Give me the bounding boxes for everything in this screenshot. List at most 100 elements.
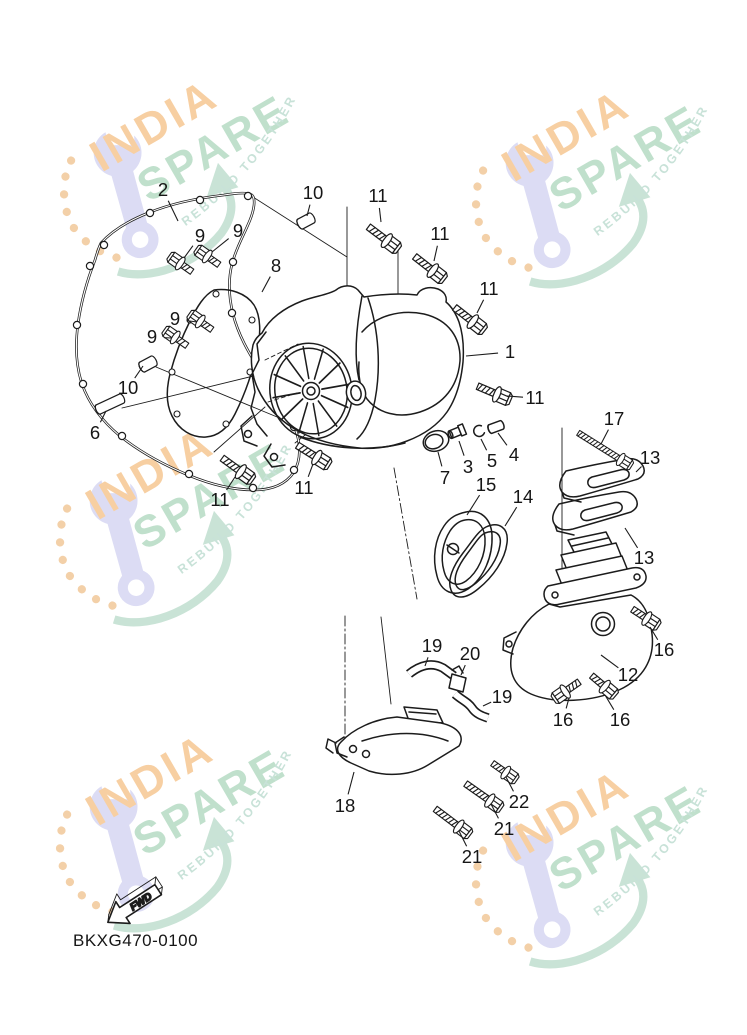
bracket-part-18 bbox=[325, 706, 462, 776]
watermark-dot bbox=[65, 571, 75, 581]
leader-line bbox=[635, 466, 642, 473]
leader-line bbox=[465, 352, 499, 357]
fastener-layer bbox=[94, 212, 662, 840]
plug-part-7 bbox=[422, 429, 450, 453]
watermark-dot bbox=[69, 223, 79, 233]
watermark-dot bbox=[91, 595, 101, 604]
inner-cover-outline bbox=[166, 288, 261, 438]
dowel-pin bbox=[296, 212, 316, 230]
fan-spoke bbox=[320, 394, 349, 409]
arrowhead-icon bbox=[206, 162, 239, 197]
watermark-dot bbox=[81, 237, 90, 246]
leader-line bbox=[211, 238, 230, 253]
watermark-dot bbox=[524, 943, 533, 952]
flange-bolt bbox=[365, 223, 403, 254]
fan-spoke bbox=[302, 345, 310, 380]
leader-line bbox=[306, 204, 311, 217]
part-number: 16 bbox=[654, 639, 675, 660]
part-number: 22 bbox=[509, 791, 530, 812]
watermark-dot bbox=[58, 555, 67, 565]
watermark-dot bbox=[65, 877, 75, 887]
watermark-dot bbox=[55, 538, 65, 547]
arrowhead-icon bbox=[618, 852, 651, 887]
part-number: 6 bbox=[90, 422, 100, 443]
leader-line bbox=[307, 463, 314, 477]
part-number: 1 bbox=[505, 341, 515, 362]
fan-spoke bbox=[298, 402, 309, 434]
flange-bolt bbox=[475, 382, 514, 406]
flange-bolt bbox=[193, 244, 222, 268]
diagram-line-art bbox=[72, 191, 662, 840]
watermark-dot bbox=[478, 166, 488, 175]
part-number: 10 bbox=[303, 182, 324, 203]
part-number: 11 bbox=[479, 278, 498, 299]
leader-line bbox=[490, 803, 499, 819]
part-number: 11 bbox=[525, 387, 544, 408]
leader-line bbox=[460, 664, 466, 676]
circular-arrow-icon bbox=[112, 835, 232, 933]
watermark-dot bbox=[66, 156, 76, 165]
leader-line bbox=[504, 506, 518, 527]
clip-part-5 bbox=[473, 424, 486, 438]
watermark-dot bbox=[473, 182, 482, 191]
flange-bolt bbox=[576, 429, 635, 471]
leader-line bbox=[600, 429, 609, 445]
part-number: 15 bbox=[476, 474, 497, 495]
leader-line bbox=[649, 626, 659, 641]
watermark-dot bbox=[58, 861, 67, 871]
drawing-code: BKXG470-0100 bbox=[73, 931, 198, 950]
plug-part-3 bbox=[447, 423, 468, 440]
part-number: 5 bbox=[487, 450, 497, 471]
intake-gasket-plates bbox=[552, 457, 645, 536]
part-number: 21 bbox=[462, 846, 483, 867]
watermark-dot bbox=[108, 601, 117, 610]
part-number: 10 bbox=[118, 377, 139, 398]
leader-line bbox=[183, 245, 194, 259]
watermark-dot bbox=[507, 937, 517, 946]
leader-line bbox=[506, 395, 524, 398]
leader-line bbox=[458, 830, 468, 847]
part-number: 11 bbox=[430, 223, 449, 244]
arrowhead-icon bbox=[202, 510, 235, 545]
leader-line bbox=[600, 654, 619, 669]
watermark-dot bbox=[61, 172, 70, 181]
fan-spoke bbox=[272, 392, 301, 399]
watermark-dot bbox=[112, 253, 121, 262]
leader-line bbox=[378, 207, 382, 223]
part-number: 14 bbox=[513, 486, 534, 507]
leader-line bbox=[458, 440, 465, 456]
part-number: 11 bbox=[210, 489, 229, 510]
hose-clamp bbox=[448, 665, 467, 693]
leader-line bbox=[433, 245, 438, 262]
flange-bolt bbox=[463, 780, 505, 813]
fan-spoke bbox=[318, 362, 341, 384]
watermark-dot bbox=[524, 263, 533, 272]
flange-bolt bbox=[451, 304, 488, 335]
dowel-pin bbox=[94, 393, 126, 415]
part-number: 7 bbox=[440, 467, 450, 488]
part-number: 16 bbox=[610, 709, 631, 730]
breather-hose-lower bbox=[451, 690, 490, 723]
watermark-dot bbox=[478, 846, 488, 855]
part-number: 9 bbox=[195, 225, 205, 246]
watermark-dot bbox=[474, 217, 483, 227]
watermark-dot bbox=[493, 247, 502, 256]
watermark-dot bbox=[62, 810, 72, 819]
part-number: 19 bbox=[422, 635, 443, 656]
fan-spoke bbox=[317, 400, 338, 427]
circular-arrow-icon bbox=[112, 529, 232, 627]
leader-line bbox=[476, 299, 485, 314]
fan-spoke bbox=[281, 398, 304, 420]
watermark-dot bbox=[471, 200, 481, 209]
watermark-dot bbox=[62, 207, 71, 217]
leader-line bbox=[226, 476, 236, 491]
leader-line bbox=[505, 776, 514, 792]
watermark-dot bbox=[91, 901, 101, 910]
fan-spoke bbox=[273, 373, 302, 388]
leader-line bbox=[480, 438, 488, 451]
leader-line bbox=[604, 694, 615, 710]
leader-line bbox=[437, 451, 443, 467]
